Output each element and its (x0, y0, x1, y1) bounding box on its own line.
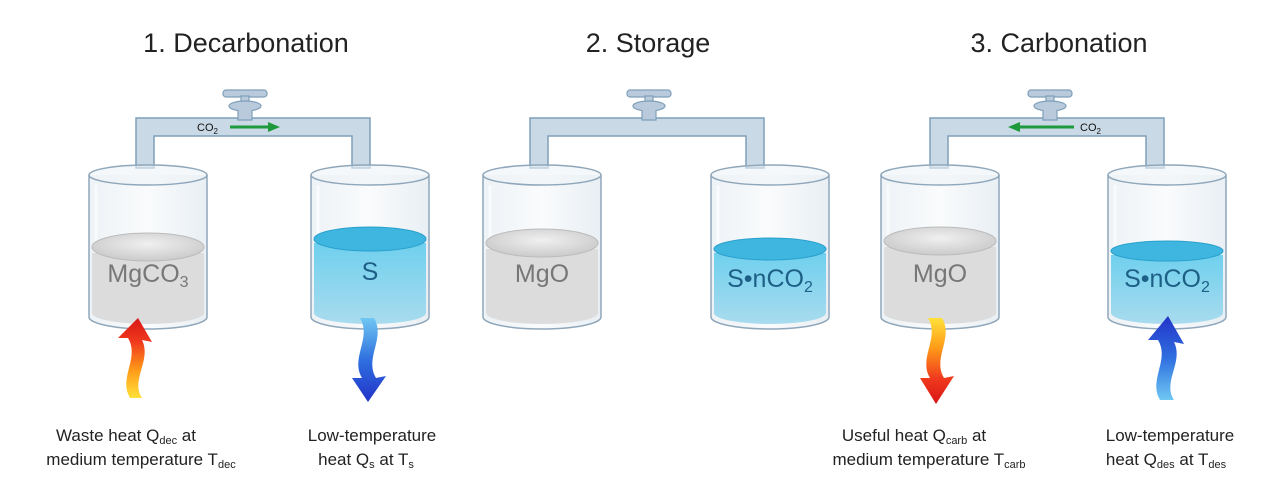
low-temp-heat-arrow-icon (352, 318, 386, 402)
co2-flow-arrow: CO2 (1008, 122, 1102, 136)
label-loaded-sorbent: S•nCO2 (727, 265, 813, 296)
co2-flow-arrow: CO2 (197, 122, 280, 136)
caption-waste-heat-line2: medium temperature Tdec (46, 450, 236, 471)
svg-text:CO2: CO2 (1080, 122, 1102, 136)
useful-heat-arrow-icon (920, 318, 954, 404)
caption-low-temp-heat: Low-temperature (308, 426, 437, 445)
caption-useful-heat: Useful heat Qcarb at (842, 426, 987, 447)
label-mgco3: MgCO3 (107, 260, 188, 291)
caption-low-temp-heat-line2: heat Qs at Ts (318, 450, 414, 471)
caption-waste-heat: Waste heat Qdec at (56, 426, 196, 447)
caption-low-temp-heat-line2: heat Qdes at Tdes (1106, 450, 1227, 471)
panel-title-storage: 2. Storage (586, 28, 711, 58)
caption-low-temp-heat: Low-temperature (1106, 426, 1235, 445)
label-mgo: MgO (913, 260, 967, 288)
caption-useful-heat-line2: medium temperature Tcarb (832, 450, 1025, 471)
jar-mgo (481, 163, 603, 331)
panel-title-decarbonation: 1. Decarbonation (143, 28, 349, 58)
valve-icon (1027, 89, 1073, 121)
panel-storage: MgO S•nCO2 (481, 89, 831, 331)
jar-loaded-sorbent (709, 163, 831, 331)
low-temp-heat-arrow-icon (1148, 316, 1184, 400)
waste-heat-arrow-icon (118, 318, 152, 398)
panel-title-carbonation: 3. Carbonation (970, 28, 1147, 58)
jar-sorbent (309, 163, 431, 331)
svg-text:CO2: CO2 (197, 122, 219, 136)
jar-mgo (879, 163, 1001, 331)
label-sorbent: S (362, 258, 379, 286)
panel-carbonation: CO2 MgO S•nCO2 Useful heat Qcarb at medi… (832, 89, 1235, 471)
valve-icon (626, 89, 672, 121)
label-loaded-sorbent: S•nCO2 (1124, 265, 1210, 296)
jar-mgco3 (87, 163, 209, 331)
label-mgo: MgO (515, 260, 569, 288)
jar-loaded-sorbent (1106, 163, 1228, 331)
connecting-pipe (529, 117, 765, 169)
valve-icon (222, 89, 268, 121)
panel-decarbonation: CO2 MgCO3 S Waste heat Qdec at medium te… (46, 89, 437, 471)
